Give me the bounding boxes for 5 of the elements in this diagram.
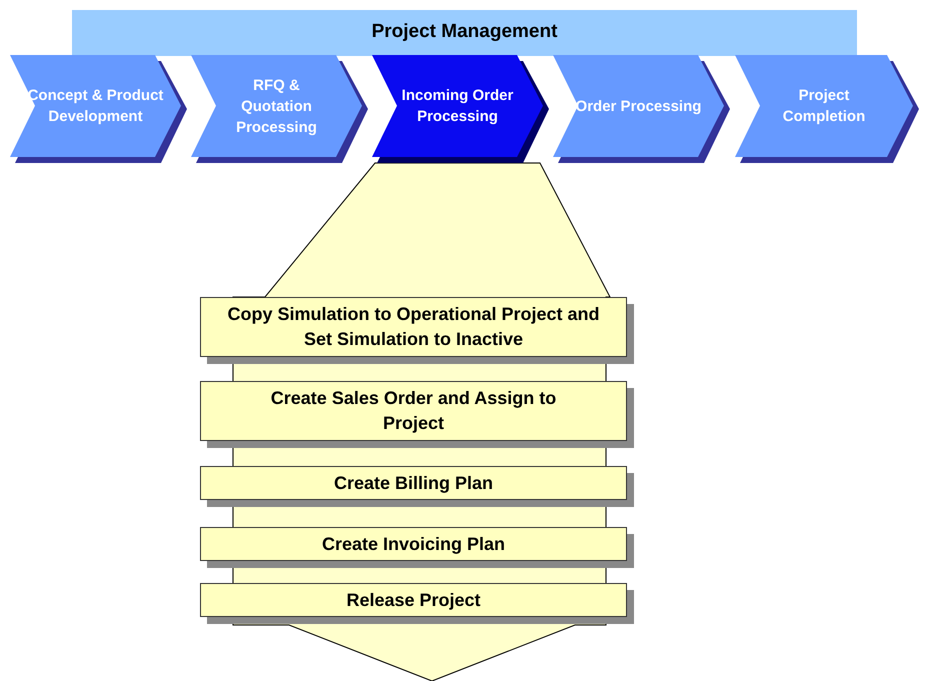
process-step: Order Processing <box>553 55 732 163</box>
process-step: Incoming Order Processing <box>372 55 551 163</box>
phase-band: Project Management <box>72 10 857 56</box>
process-step: Project Completion <box>735 55 921 163</box>
process-step: RFQ & Quotation Processing <box>191 55 370 163</box>
